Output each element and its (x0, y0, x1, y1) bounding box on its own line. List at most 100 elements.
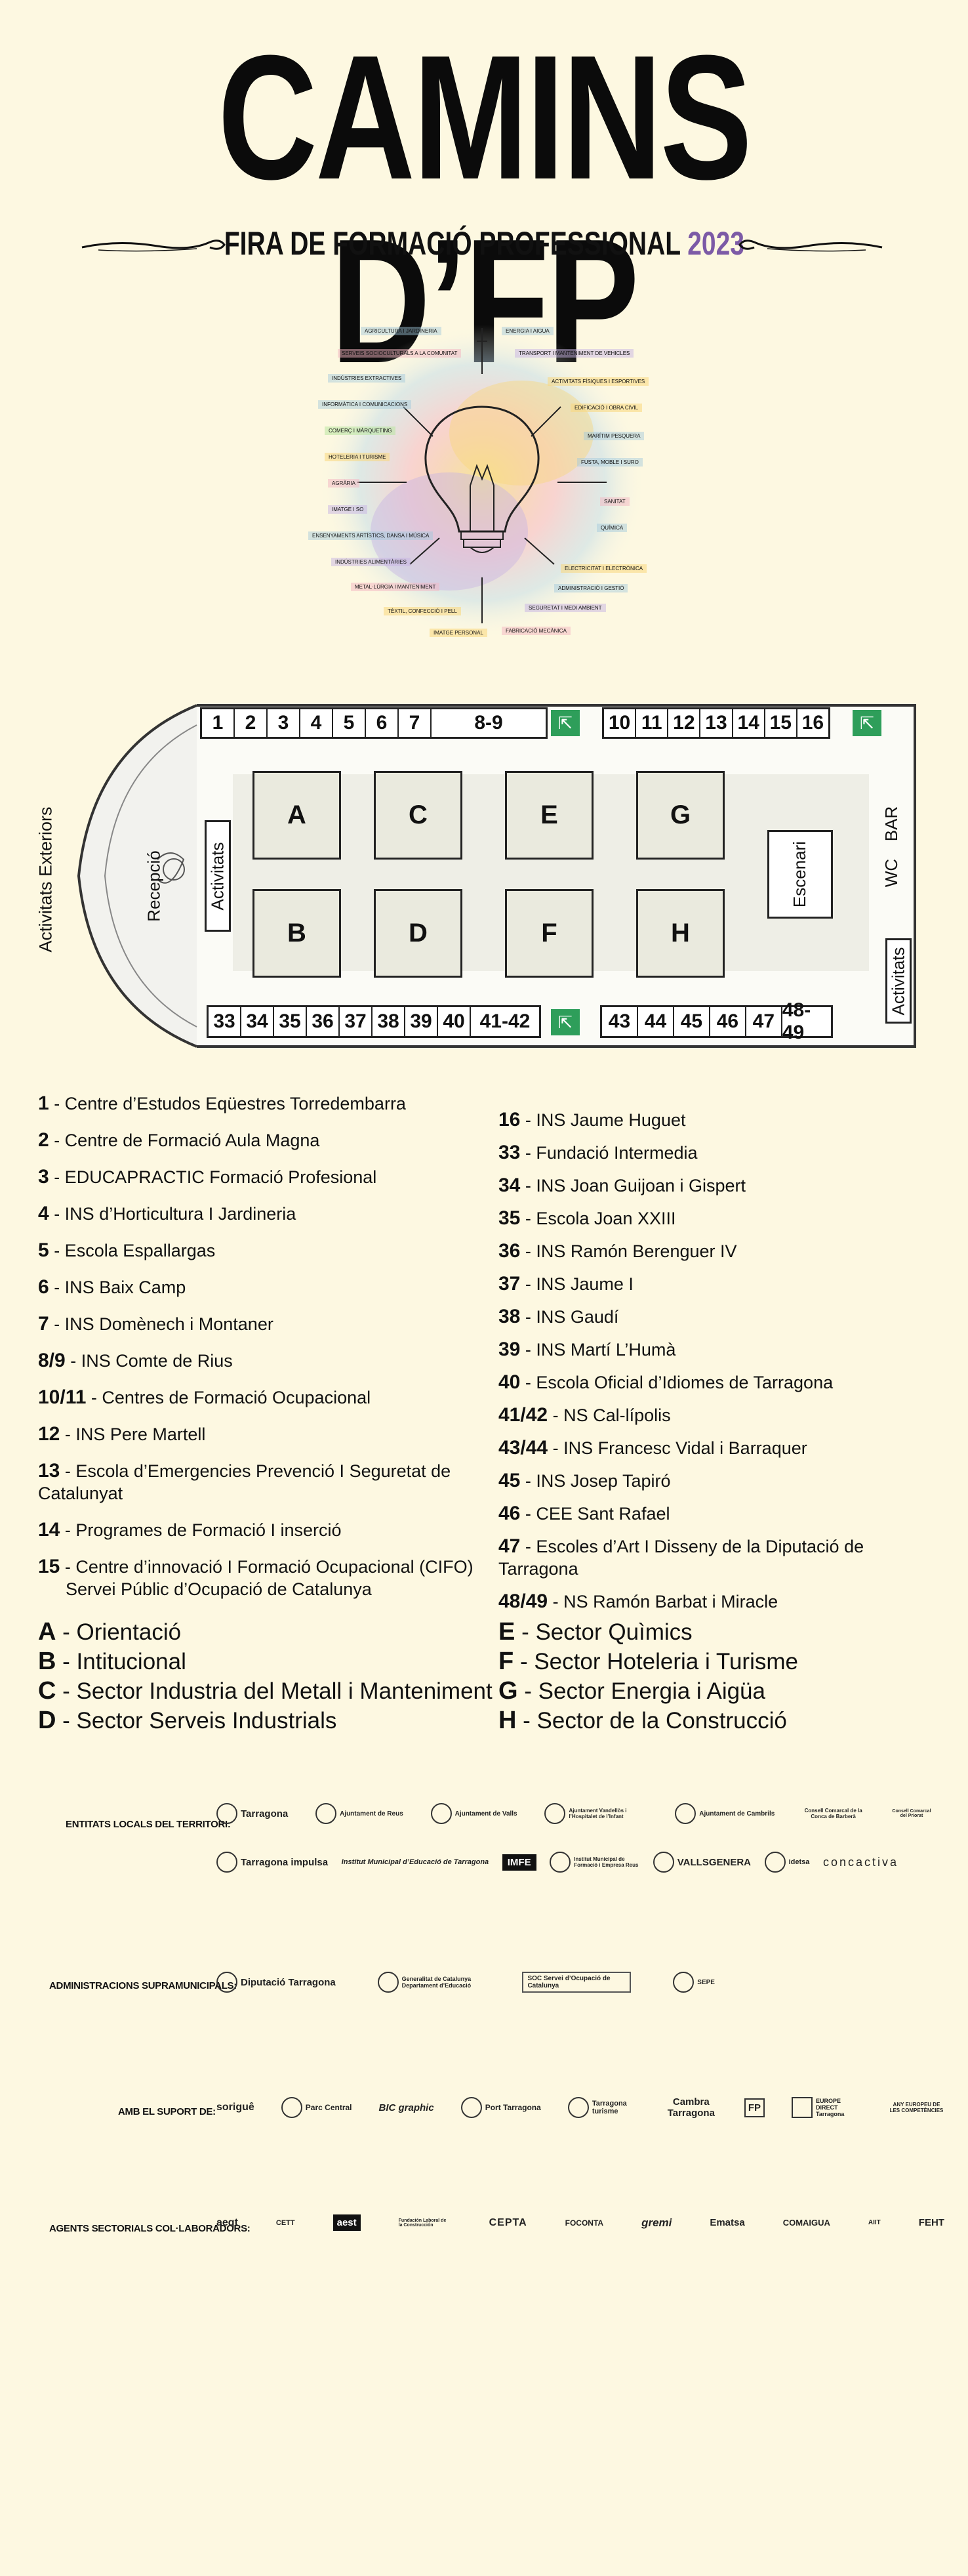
logo-tarragona-impulsa: Tarragona impulsa (216, 1852, 328, 1873)
sector-item: G - Sector Energia i Aigüa (498, 1677, 765, 1705)
stand-number: 37 (340, 1007, 373, 1036)
exit-sign-icon: ⇱ (551, 710, 580, 736)
legend-item: 38 - INS Gaudí (498, 1306, 619, 1327)
logo-cambrils: Ajuntament de Cambrils (675, 1803, 775, 1824)
year: 2023 (687, 225, 744, 262)
legend-item: 36 - INS Ramón Berenguer IV (498, 1240, 737, 1262)
legend-item: 12 - INS Pere Martell (38, 1423, 206, 1445)
stand-number: 38 (373, 1007, 405, 1036)
legend-left: 1 - Centre d’Estudos Eqüestres Torredemb… (38, 1092, 497, 1600)
stand-number: 47 (746, 1007, 782, 1036)
legend-item: 10/11 - Centres de Formació Ocupacional (38, 1386, 371, 1408)
local-entities-label: ENTITATS LOCALS DEL TERRITORI: (66, 1819, 231, 1830)
stand-number: 11 (636, 709, 669, 737)
zone-d: D (374, 889, 462, 978)
legend-item: 3 - EDUCAPRACTIC Formació Profesional (38, 1166, 377, 1188)
stand-number: 41-42 (479, 1010, 531, 1032)
bulb-tag: ELECTRICITAT I ELECTRÒNICA (561, 564, 647, 573)
logo-valls: Ajuntament de Valls (430, 1803, 517, 1824)
stand-number: 40 (438, 1007, 471, 1036)
bulb-tag: SEGURETAT I MEDI AMBIENT (525, 604, 606, 612)
stand-number: 5 (333, 709, 366, 737)
bottom-stands-left: 33 34 35 36 37 38 39 40 41-42 (207, 1005, 541, 1038)
logo-conca-barbera: Consell Comarcal de la Conca de Barberà (804, 1808, 862, 1819)
bar-label: BAR (881, 806, 902, 841)
activities-right-box: Activitats (885, 938, 912, 1024)
sectors-right: E - Sector Quìmics F - Sector Hoteleria … (498, 1617, 944, 1735)
bulb-tag: AGRÀRIA (328, 479, 360, 488)
stand-number: 7 (399, 709, 432, 737)
stand-number: 16 (801, 712, 824, 734)
subtitle-text: FIRA DE FORMACIÓ PROFESSIONAL (224, 225, 680, 262)
logo-tarragona-turisme: Tarragona turisme (567, 2097, 638, 2118)
stand-number: 45 (674, 1007, 710, 1036)
legend-item: 33 - Fundació Intermedia (498, 1142, 698, 1163)
bulb-tag: INFORMÀTICA I COMUNICACIONS (318, 400, 412, 409)
lightbulb-illustration: AGRICULTURA I JARDINERIA ENERGIA I AIGUA… (298, 315, 666, 656)
zone-h: H (636, 889, 725, 978)
activities-left-box: Activitats (205, 820, 231, 932)
logo-bic-graphic: BIC graphic (378, 2102, 434, 2113)
logo-aiit: AIIT (868, 2219, 881, 2226)
wc-label: WC (881, 858, 902, 887)
legend-item: 41/42 - NS Cal-lípolis (498, 1404, 671, 1426)
logo-tarragona: Tarragona (216, 1803, 288, 1824)
logo-fp: FP (744, 2098, 765, 2117)
stand-number: 6 (366, 709, 399, 737)
sector-item: A - Orientació (38, 1618, 182, 1646)
sector-item: B - Intitucional (38, 1648, 186, 1675)
logo-sepe: SEPE (673, 1972, 715, 1993)
bulb-tag: FABRICACIÓ MECÀNICA (502, 627, 571, 635)
stand-number: 14 (733, 709, 765, 737)
logo-imet: Institut Municipal d’Educació de Tarrago… (341, 1858, 489, 1866)
stand-number: 10 (604, 709, 637, 737)
logo-gremi: gremi (641, 2216, 672, 2229)
logo-aeqt: aeqt (216, 2216, 238, 2228)
logo-port-tarragona: Port Tarragona (460, 2097, 541, 2118)
legend-item: 40 - Escola Oficial d’Idiomes de Tarrago… (498, 1371, 834, 1393)
legend-item: 5 - Escola Espallargas (38, 1239, 216, 1261)
legend-item: 34 - INS Joan Guijoan i Gispert (498, 1174, 746, 1196)
stand-number: 48-49 (782, 999, 811, 1043)
logo-vandellos: Ajuntament Vandellòs i l’Hospitalet de l… (544, 1803, 647, 1824)
sectors-left: A - Orientació B - Intitucional C - Sect… (38, 1617, 510, 1735)
legend-item: 45 - INS Josep Tapiró (498, 1470, 671, 1491)
logo-ematsa: Ematsa (710, 2217, 745, 2228)
bulb-tag: FUSTA, MOBLE I SURO (577, 458, 643, 467)
legend-item: 48/49 - NS Ramón Barbat i Miracle (498, 1590, 778, 1612)
bulb-tag: ACTIVITATS FÍSIQUES I ESPORTIVES (548, 377, 649, 386)
local-logos-row1: Tarragona Ajuntament de Reus Ajuntament … (216, 1803, 931, 1824)
logo-imfe: IMFE (502, 1854, 536, 1871)
exit-sign-icon: ⇱ (853, 710, 881, 736)
stand-number: 36 (307, 1007, 340, 1036)
legend-item: 6 - INS Baix Camp (38, 1276, 186, 1298)
stage-box: Escenari (767, 830, 833, 919)
logo-feht: FEHT (918, 2217, 944, 2228)
logo-comaigua: COMAIGUA (782, 2218, 830, 2228)
logo-generalitat: Generalitat de Catalunya Departament d’E… (377, 1972, 481, 1993)
stand-number: 8-9 (474, 712, 503, 734)
top-stands-right: 10 11 12 13 14 15 16 (602, 707, 830, 739)
logo-fundacion-laboral: Fundación Laboral de la Construcción (398, 2218, 447, 2228)
legend-item: 39 - INS Martí L’Humà (498, 1339, 676, 1360)
logo-priorat: Consell Comarcal del Priorat (892, 1809, 931, 1818)
legend-item: 13 - Escola d’Emergencies Prevenció I Se… (38, 1460, 451, 1503)
stand-number: 3 (268, 709, 300, 737)
supra-logos: Diputació Tarragona Generalitat de Catal… (216, 1972, 715, 1993)
zone-f: F (505, 889, 594, 978)
left-ornament (81, 239, 226, 252)
zone-c: C (374, 771, 462, 860)
activities-right-label: Activitats (888, 946, 908, 1016)
legend-right: 16 - INS Jaume Huguet 33 - Fundació Inte… (498, 1109, 944, 1613)
sector-item: D - Sector Serveis Industrials (38, 1707, 337, 1734)
logo-idetsa: idetsa (764, 1852, 809, 1873)
logo-imfe-reus: Institut Municipal de Formació i Empresa… (550, 1852, 639, 1873)
legend-item: 16 - INS Jaume Huguet (498, 1109, 686, 1131)
reception: Recepció (134, 850, 174, 921)
zone-e: E (505, 771, 594, 860)
bulb-tag: COMERÇ I MÀRQUETING (325, 426, 396, 435)
exit-sign-icon: ⇱ (551, 1009, 580, 1035)
stand-number: 2 (235, 709, 268, 737)
support-label: AMB EL SUPORT DE: (118, 2106, 216, 2117)
stand-number: 46 (710, 1007, 746, 1036)
